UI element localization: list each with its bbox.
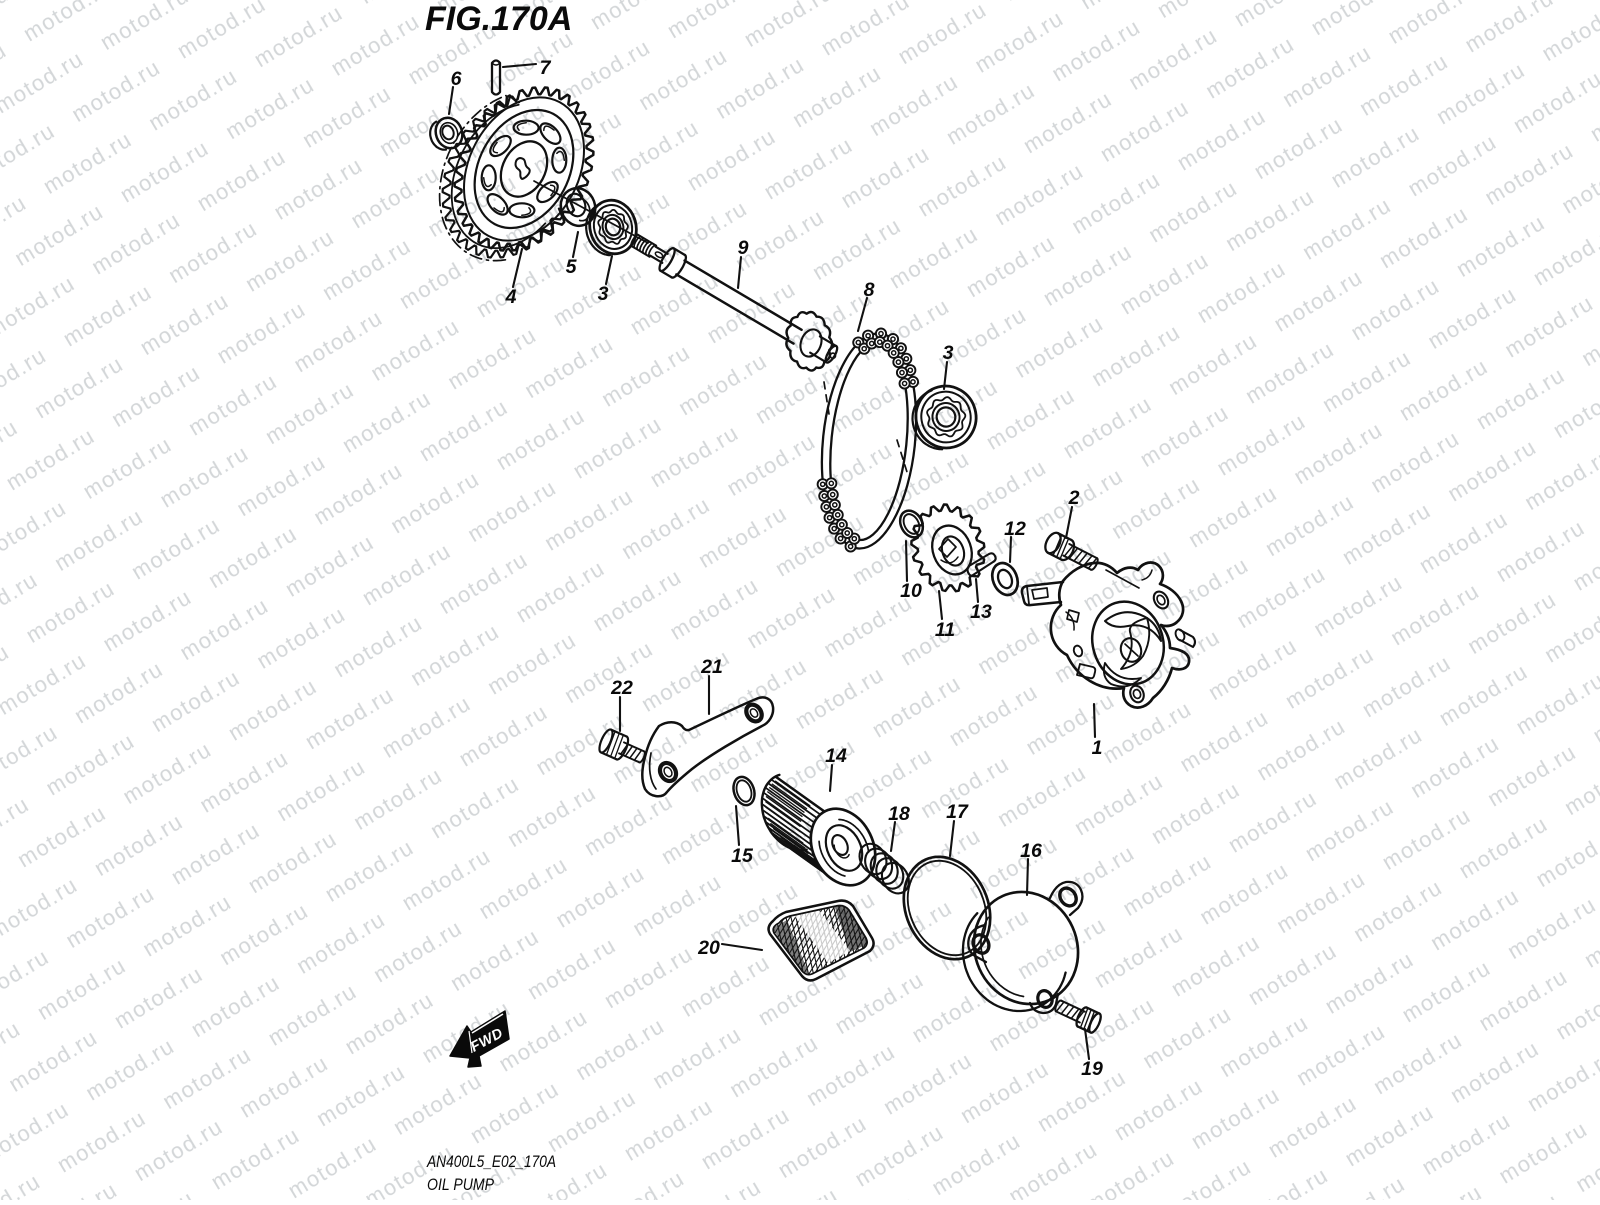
svg-text:4: 4 <box>505 286 517 308</box>
svg-text:6: 6 <box>451 68 462 90</box>
svg-text:5: 5 <box>566 256 578 278</box>
svg-text:15: 15 <box>731 845 754 867</box>
svg-text:9: 9 <box>738 237 749 259</box>
svg-text:18: 18 <box>888 803 910 825</box>
svg-text:12: 12 <box>1004 518 1026 540</box>
svg-text:16: 16 <box>1020 840 1042 862</box>
svg-text:10: 10 <box>900 580 922 602</box>
svg-text:AN400L5_E02_170A: AN400L5_E02_170A <box>426 1152 556 1171</box>
svg-text:22: 22 <box>610 677 633 699</box>
svg-text:1: 1 <box>1092 737 1103 759</box>
svg-text:7: 7 <box>540 57 552 79</box>
svg-text:21: 21 <box>700 656 723 678</box>
svg-text:2: 2 <box>1068 487 1080 509</box>
svg-text:20: 20 <box>697 937 720 959</box>
svg-text:13: 13 <box>970 601 992 623</box>
svg-text:17: 17 <box>946 801 969 823</box>
svg-text:11: 11 <box>935 619 955 641</box>
svg-text:8: 8 <box>864 279 875 301</box>
svg-text:3: 3 <box>598 283 609 305</box>
svg-text:14: 14 <box>825 745 847 767</box>
svg-text:OIL PUMP: OIL PUMP <box>427 1175 495 1194</box>
svg-text:FIG.170A: FIG.170A <box>425 0 572 38</box>
svg-text:19: 19 <box>1081 1058 1103 1080</box>
svg-text:3: 3 <box>943 342 954 364</box>
